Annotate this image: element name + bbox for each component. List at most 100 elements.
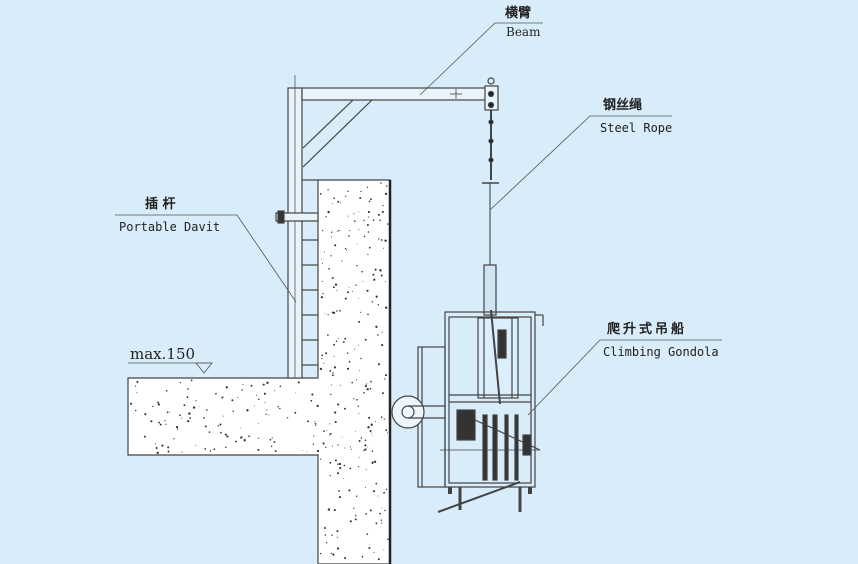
- concrete-speckle: [134, 385, 137, 387]
- concrete-speckle: [354, 518, 357, 521]
- concrete-speckle: [316, 449, 320, 453]
- concrete-speckle: [136, 380, 139, 383]
- concrete-speckle: [339, 384, 341, 386]
- concrete-speckle: [329, 432, 332, 435]
- concrete-speckle: [327, 189, 329, 191]
- concrete-speckle: [271, 437, 273, 439]
- concrete-speckle: [369, 387, 372, 390]
- concrete-speckle: [364, 385, 368, 388]
- concrete-speckle: [366, 186, 369, 189]
- concrete-speckle: [384, 509, 386, 512]
- concrete-speckle: [375, 482, 378, 485]
- concrete-speckle: [379, 219, 381, 222]
- concrete-speckle: [240, 427, 242, 429]
- concrete-speckle: [358, 297, 360, 299]
- concrete-speckle: [330, 393, 332, 396]
- concrete-speckle: [365, 487, 366, 488]
- concrete-speckle: [312, 443, 314, 445]
- concrete-speckle: [342, 341, 345, 343]
- concrete-speckle: [324, 527, 326, 529]
- concrete-speckle: [134, 409, 137, 412]
- concrete-speckle: [268, 414, 270, 416]
- concrete-speckle: [179, 414, 181, 417]
- concrete-speckle: [321, 258, 323, 260]
- concrete-texture: [129, 182, 389, 561]
- concrete-speckle: [341, 436, 343, 438]
- concrete-speckle: [350, 448, 352, 450]
- concrete-speckle: [220, 431, 222, 434]
- concrete-speckle: [173, 438, 175, 440]
- concrete-speckle: [345, 195, 347, 198]
- concrete-speckle: [364, 448, 367, 451]
- concrete-speckle: [150, 420, 153, 423]
- concrete-speckle: [183, 404, 186, 407]
- concrete-speckle: [375, 325, 378, 328]
- concrete-speckle: [322, 280, 324, 283]
- steel-rope-label-zh: 钢丝绳: [603, 97, 642, 113]
- concrete-speckle: [382, 204, 384, 207]
- concrete-speckle: [375, 295, 378, 298]
- climbing-gondola-label-en: Climbing Gondola: [603, 345, 719, 359]
- concrete-speckle: [322, 292, 324, 295]
- concrete-speckle: [187, 388, 189, 390]
- concrete-speckle: [321, 357, 323, 360]
- concrete-speckle: [364, 338, 367, 341]
- climbing-gondola: [391, 264, 544, 513]
- concrete-speckle: [363, 391, 365, 394]
- concrete-speckle: [349, 446, 351, 448]
- concrete-speckle: [323, 362, 325, 364]
- concrete-speckle: [370, 432, 372, 434]
- concrete-speckle: [377, 304, 380, 306]
- concrete-speckle: [167, 446, 170, 449]
- concrete-speckle: [353, 213, 355, 215]
- concrete-speckle: [384, 374, 388, 377]
- concrete-speckle: [241, 436, 243, 438]
- concrete-speckle: [165, 423, 167, 425]
- concrete-speckle: [373, 460, 377, 463]
- concrete-speckle: [159, 423, 162, 426]
- concrete-speckle: [368, 216, 370, 218]
- concrete-speckle: [219, 423, 222, 426]
- max-dimension-label: max.150: [130, 345, 195, 363]
- concrete-speckle: [258, 398, 260, 401]
- concrete-speckle: [313, 435, 315, 437]
- concrete-speckle: [195, 400, 197, 402]
- concrete-speckle: [136, 392, 138, 394]
- concrete-speckle: [344, 556, 347, 560]
- concrete-speckle: [348, 286, 350, 288]
- concrete-speckle: [356, 243, 358, 245]
- concrete-speckle: [314, 422, 317, 425]
- concrete-speckle: [353, 398, 355, 400]
- concrete-speckle: [334, 411, 337, 414]
- concrete-speckle: [157, 403, 160, 406]
- concrete-speckle: [332, 286, 335, 289]
- concrete-speckle: [332, 553, 335, 556]
- concrete-speckle: [344, 407, 346, 410]
- concrete-speckle: [331, 374, 334, 377]
- concrete-speckle: [195, 444, 197, 446]
- concrete-speckle: [383, 549, 385, 551]
- concrete-speckle: [175, 425, 179, 429]
- concrete-speckle: [365, 383, 367, 385]
- concrete-speckle: [154, 443, 157, 445]
- concrete-speckle: [332, 276, 334, 278]
- concrete-speckle: [143, 435, 146, 438]
- concrete-speckle: [327, 314, 329, 316]
- concrete-speckle: [373, 278, 376, 281]
- leader-lines: [115, 22, 722, 416]
- concrete-speckle: [324, 313, 326, 315]
- concrete-speckle: [224, 433, 227, 436]
- concrete-speckle: [333, 197, 335, 199]
- concrete-speckle: [179, 381, 182, 384]
- steel-rope-label-en: Steel Rope: [600, 121, 672, 135]
- concrete-speckle: [354, 220, 356, 222]
- concrete-speckle: [329, 423, 331, 425]
- concrete-speckle: [349, 467, 352, 470]
- concrete-speckle: [152, 405, 154, 408]
- concrete-speckle: [343, 464, 346, 467]
- concrete-speckle: [358, 370, 360, 372]
- concrete-speckle: [333, 343, 335, 346]
- concrete-speckle: [129, 402, 133, 405]
- concrete-speckle: [336, 472, 340, 475]
- concrete-speckle: [323, 430, 325, 433]
